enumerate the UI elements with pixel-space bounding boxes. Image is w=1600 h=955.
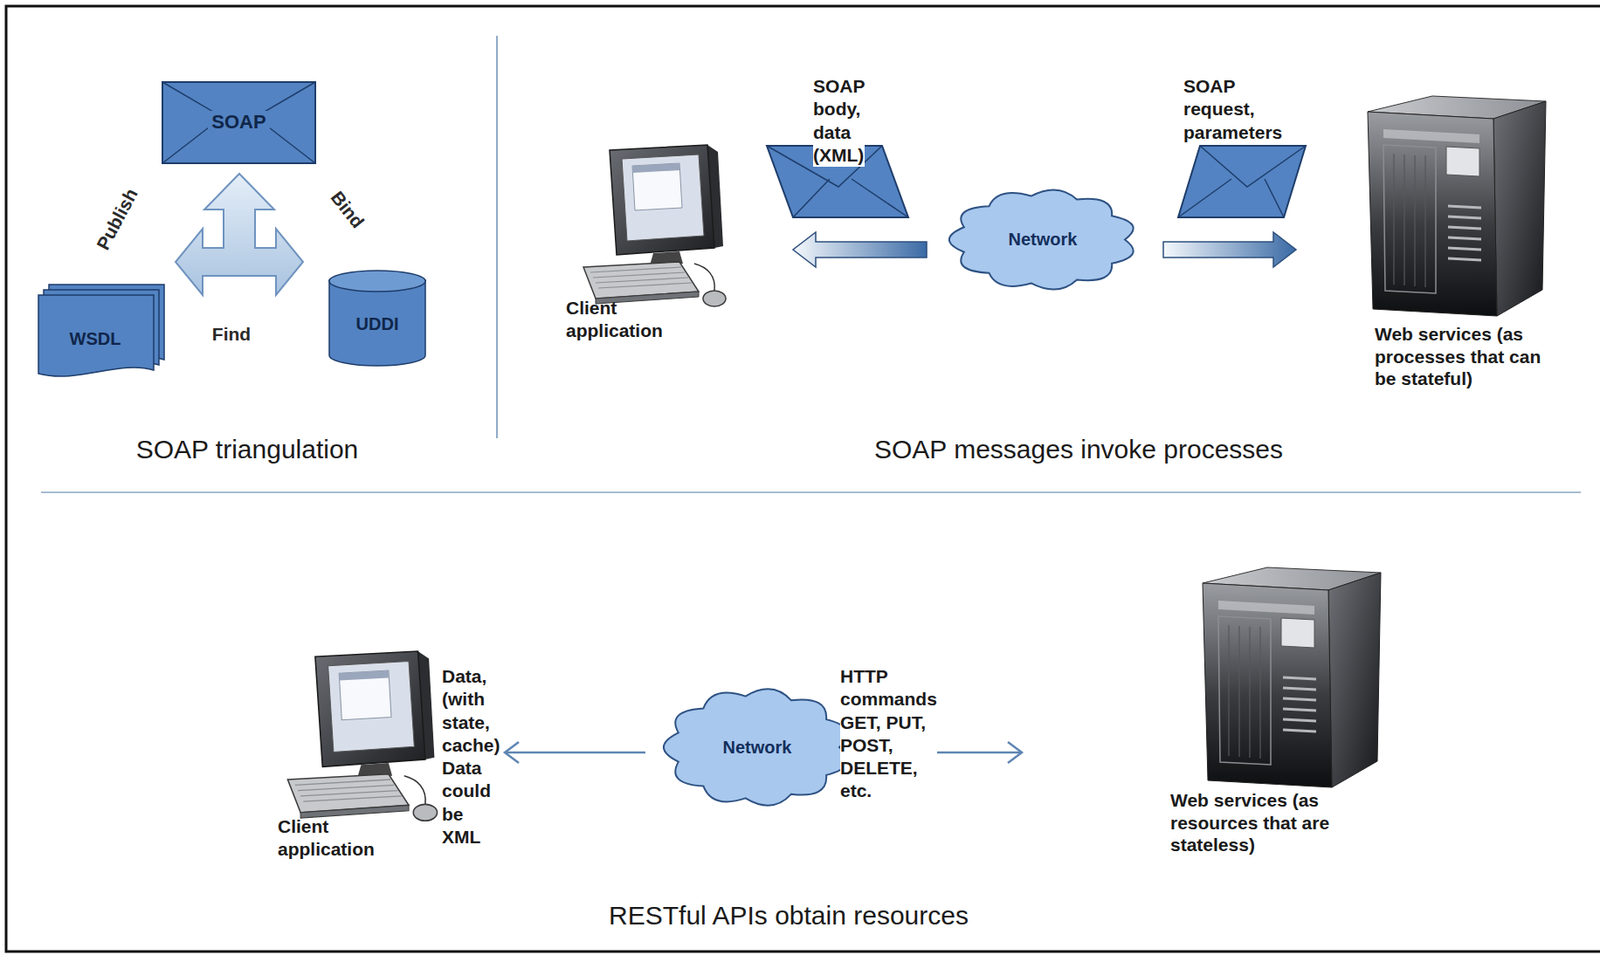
illustration-spacer — [277, 653, 435, 816]
connector-arrow — [504, 742, 646, 764]
node-caption: Client application — [565, 296, 697, 342]
node-text: Web services (as resources that are stat… — [1170, 789, 1385, 857]
node-text: Client application — [565, 296, 741, 342]
panel-caption: RESTful APIs obtain resources — [608, 900, 969, 932]
node-text: WSDL — [37, 283, 166, 383]
node-label: Network — [1008, 228, 1078, 250]
connector-arrow — [1163, 232, 1297, 268]
node-label: WSDL — [69, 328, 122, 350]
client-computer: Client application — [277, 653, 435, 861]
relation-label: Publish — [91, 185, 143, 255]
wsdl-document: WSDL — [37, 283, 166, 383]
panel-caption: SOAP messages invoke processes — [874, 434, 1283, 466]
client-computer: Client application — [565, 146, 741, 342]
uddi-database: UDDI — [328, 269, 427, 367]
connector-arrow — [793, 232, 927, 268]
node-label: Network — [723, 737, 793, 759]
node-caption: Web services (as processes that can be s… — [1374, 323, 1555, 391]
arrow-head — [504, 742, 519, 764]
network-cloud: Network — [662, 683, 852, 812]
relation-label: Find — [212, 323, 251, 345]
block-arrow — [1163, 232, 1297, 268]
edge-label: SOAP request, parameters — [1183, 75, 1283, 145]
arrow-line — [504, 751, 646, 755]
web-server: Web services (as processes that can be s… — [1348, 94, 1555, 391]
illustration-spacer — [1170, 565, 1385, 790]
node-caption: Client application — [277, 815, 409, 861]
arrow-head — [1007, 742, 1022, 764]
illustration-spacer — [565, 146, 741, 297]
node-text: UDDI — [328, 269, 427, 367]
node-text: Network — [948, 183, 1138, 297]
node-text: SOAP — [161, 81, 317, 165]
node-text: Web services (as processes that can be s… — [1348, 323, 1555, 391]
node-label: UDDI — [356, 313, 400, 335]
node-caption: Web services (as resources that are stat… — [1170, 789, 1351, 857]
web-server: Web services (as resources that are stat… — [1170, 565, 1385, 857]
block-arrow — [793, 232, 927, 268]
node-label: SOAP — [207, 110, 269, 135]
soap-envelope: SOAP — [161, 81, 317, 165]
illustration-spacer — [1348, 94, 1555, 324]
relation-label: Bind — [326, 186, 370, 233]
edge-label: SOAP body, data (XML) — [813, 75, 865, 167]
edge-label: Data, (with state, cache) Data could be … — [441, 665, 501, 849]
node-text: Network — [662, 683, 852, 812]
node-text: Client application — [277, 815, 435, 861]
panel-caption: SOAP triangulation — [136, 434, 359, 466]
network-cloud: Network — [948, 183, 1138, 297]
edge-label: HTTP commands GET, PUT, POST, DELETE, et… — [840, 665, 938, 804]
